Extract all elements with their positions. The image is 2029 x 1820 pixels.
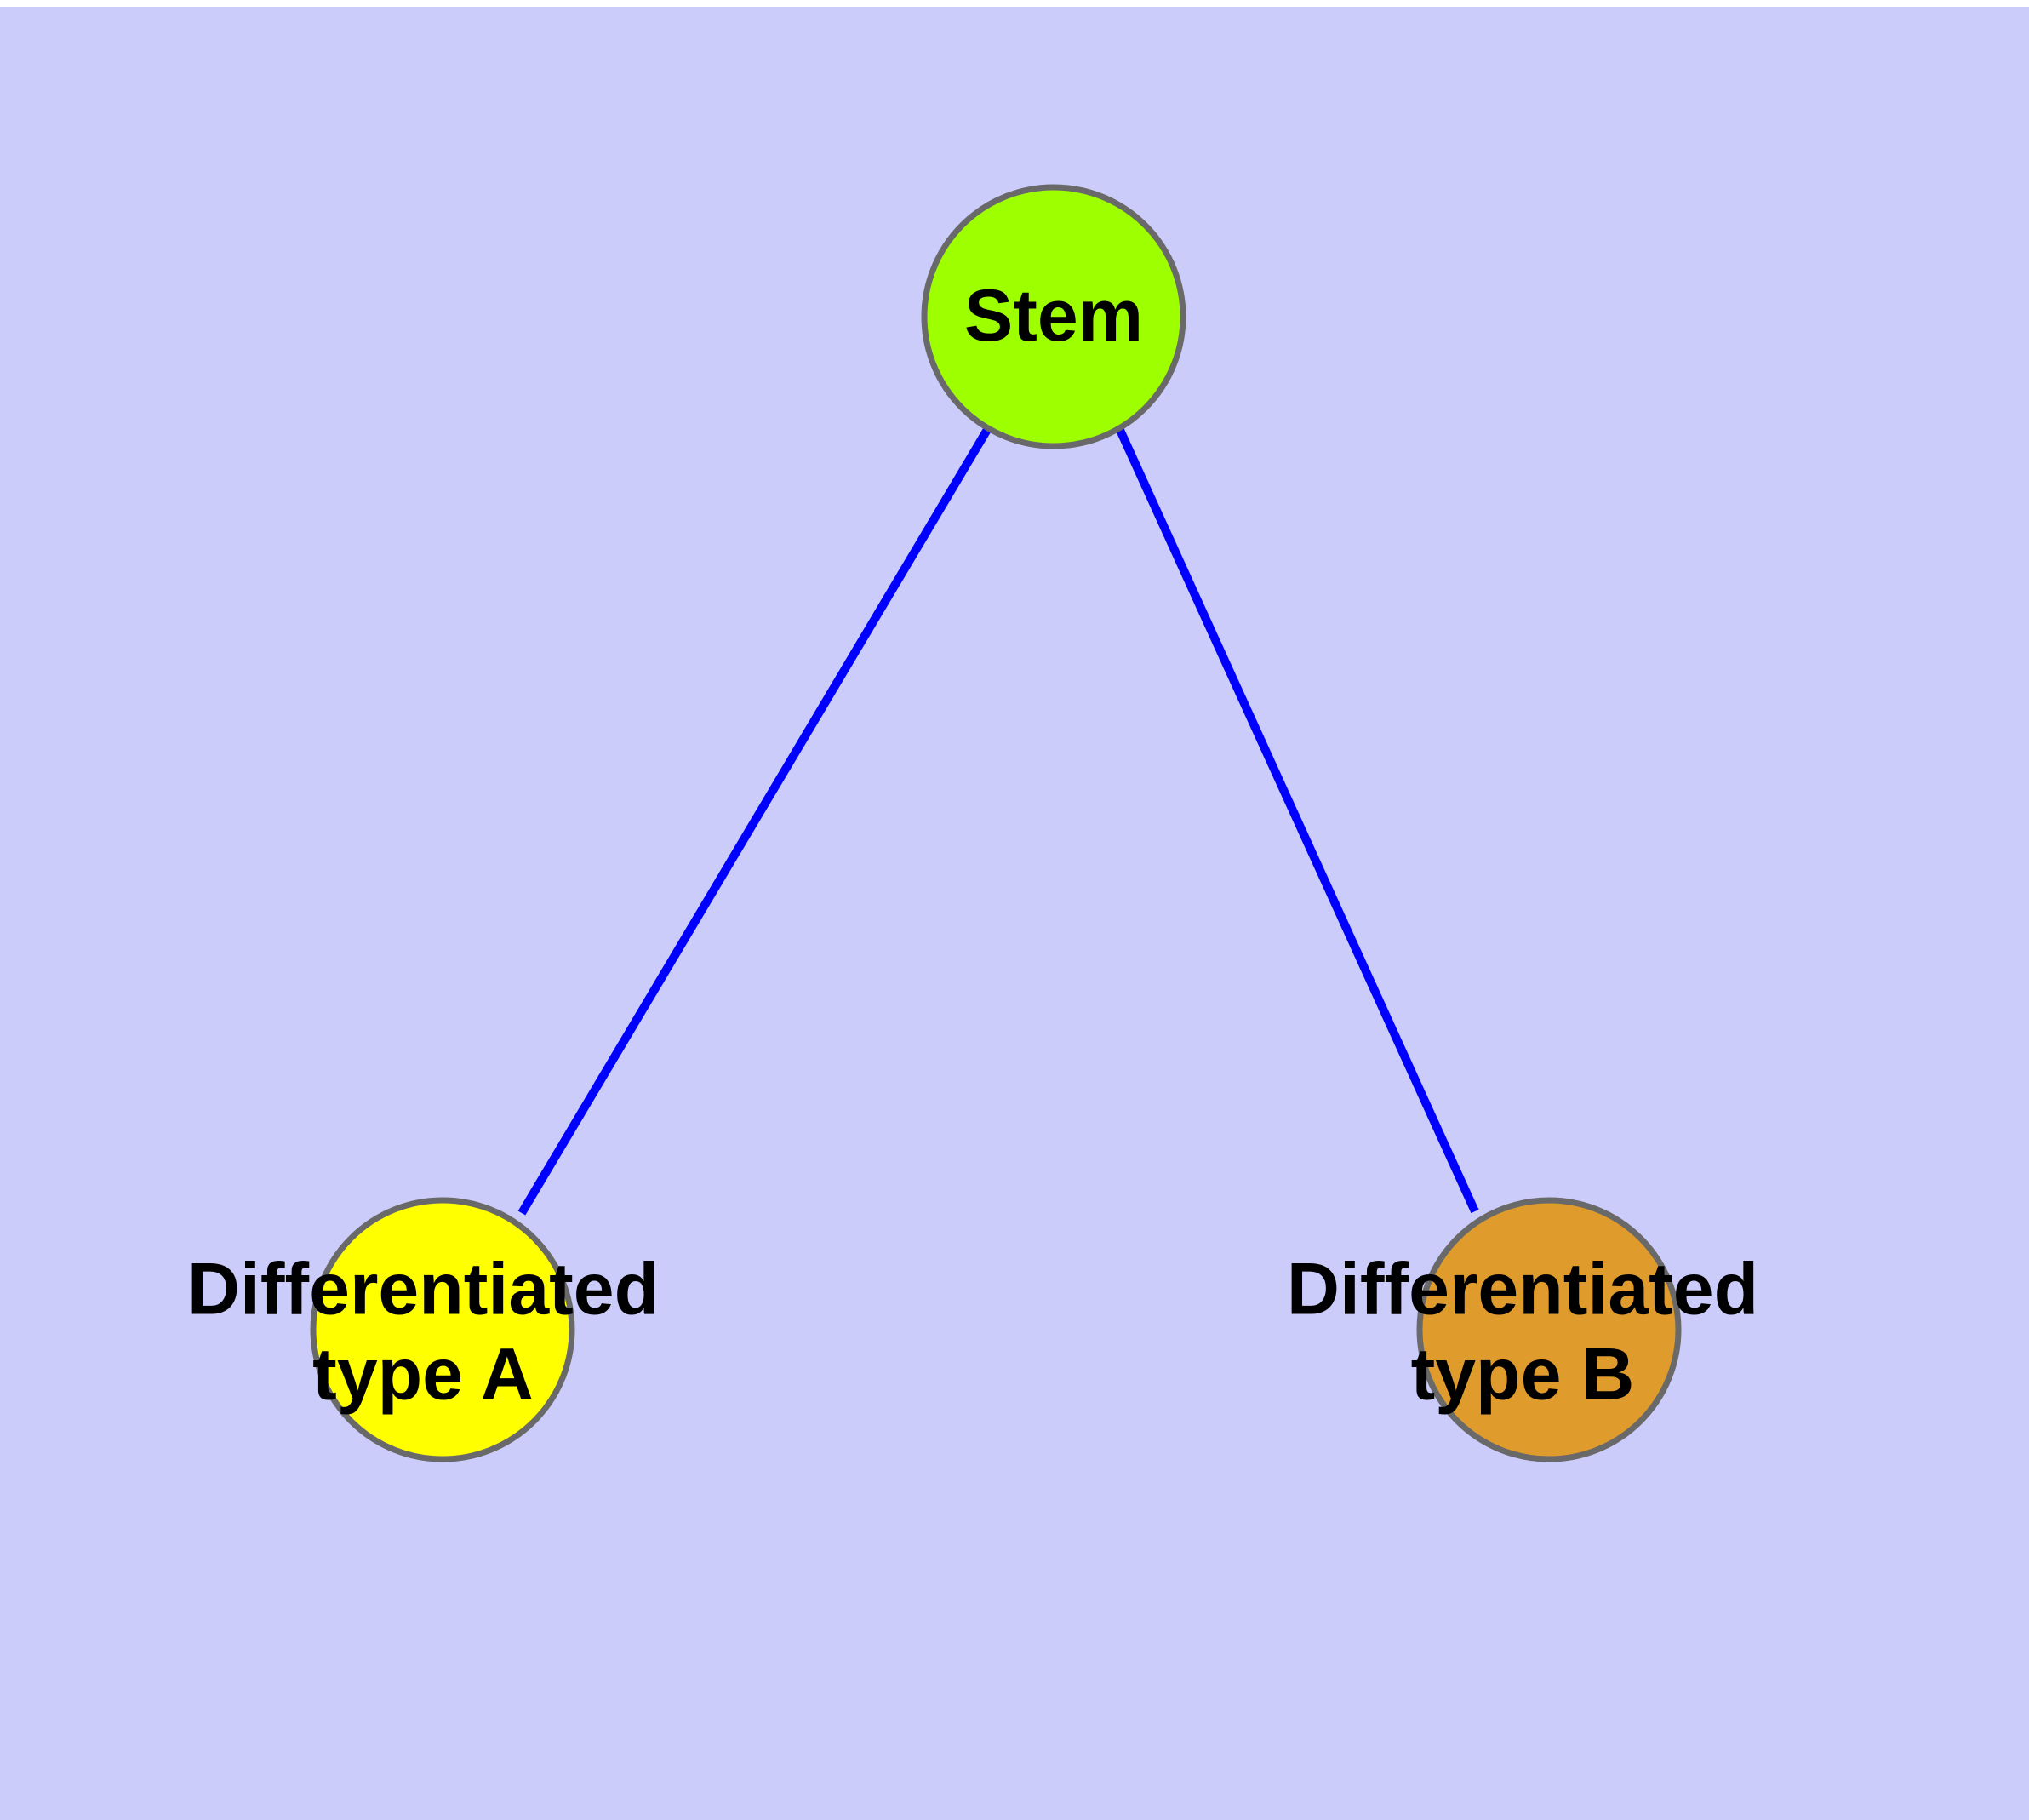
nodes-group	[310, 184, 1682, 1462]
node-differentiated-type-a[interactable]	[310, 1197, 575, 1462]
edge-stem-to-differentiated-type-a	[517, 426, 992, 1216]
edge-stem-to-differentiated-type-b	[1115, 426, 1479, 1214]
edges-group	[517, 426, 1479, 1216]
node-differentiated-type-b[interactable]	[1416, 1197, 1682, 1462]
node-stem[interactable]	[921, 184, 1186, 449]
